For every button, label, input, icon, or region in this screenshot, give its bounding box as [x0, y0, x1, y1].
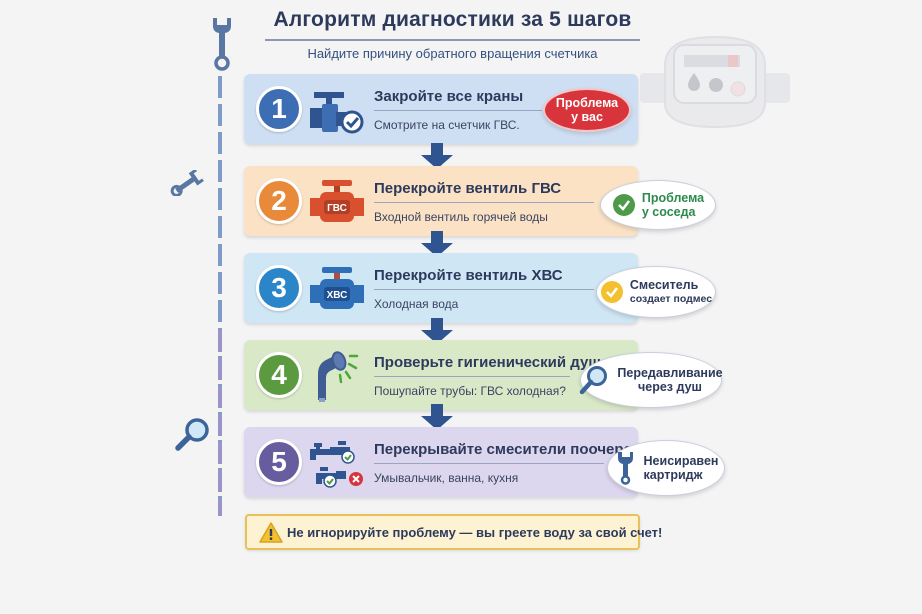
step-title: Проверьте гигиенический душ [374, 354, 601, 371]
warning-text: Не игнорируйте проблему — вы греете воду… [287, 525, 663, 540]
timeline-line-lower [218, 330, 222, 516]
wrench-icon [617, 452, 633, 485]
step-description: Смотрите на счетчик ГВС. [374, 118, 520, 132]
step-number: 4 [256, 352, 302, 398]
arrow-down-icon [421, 143, 453, 169]
step-divider [374, 463, 604, 464]
step-divider [374, 289, 594, 290]
step-description: Пошупайте трубы: ГВС холодная? [374, 384, 566, 398]
step-divider [374, 376, 570, 377]
magnifier-icon [580, 366, 608, 395]
step-1-card: 1 Закройте все краны Смотрите на счетчик… [244, 74, 638, 144]
arrow-down-icon [421, 318, 453, 344]
arrow-down-icon [421, 404, 453, 430]
result-badge-4: Передавливание через душ [580, 352, 723, 408]
svg-text:ГВС: ГВС [327, 203, 347, 214]
step-description: Умывальчик, ванна, кухня [374, 471, 519, 485]
step-title: Перекройте вентиль ХВС [374, 267, 563, 284]
valve-check-icon [310, 92, 364, 134]
result-line2: у соседа [641, 205, 696, 219]
page-subtitle: Найдите причину обратного вращения счетч… [307, 46, 598, 61]
water-meter-icon [640, 35, 790, 129]
step-number: 1 [256, 86, 302, 132]
green-check-icon [612, 194, 635, 216]
step-number: 2 [256, 178, 302, 224]
step-2-card: 2 ГВС Перекройте вентиль ГВС Входной вен… [244, 166, 638, 236]
result-line1: Проблема [555, 96, 619, 110]
step-number: 5 [256, 439, 302, 485]
yellow-check-icon [600, 281, 623, 303]
step-5-card: 5 Перекрывайте смесители поочередно Умыв… [244, 427, 660, 497]
page-title: Алгоритм диагностики за 5 шагов [273, 8, 632, 31]
step-divider [374, 110, 542, 111]
faucets-icon [310, 441, 363, 488]
cold-water-valve-icon: ХВС [310, 267, 364, 309]
step-4-card: 4 Проверьте гигиенический душ Пошупайте … [244, 340, 638, 410]
step-description: Холодная вода [374, 297, 459, 311]
wrench-small-icon [170, 170, 204, 196]
wrench-icon [213, 18, 231, 71]
step-number: 3 [256, 265, 302, 311]
step-divider [374, 202, 594, 203]
title-divider [265, 39, 640, 41]
hygienic-shower-icon [318, 351, 359, 402]
arrow-down-icon [421, 231, 453, 257]
step-title: Перекрывайте смесители поочередно [374, 441, 660, 458]
result-badge-5: Неисиравен картридж [607, 440, 725, 496]
magnifier-icon [175, 418, 209, 451]
timeline-line [218, 76, 222, 516]
result-line2: у вас [571, 110, 603, 124]
svg-text:ХВС: ХВС [327, 290, 348, 301]
result-badge-1: Проблема у вас [543, 88, 631, 132]
result-line2: создает подмес [629, 293, 713, 305]
step-description: Входной вентиль горячей воды [374, 210, 548, 224]
warning-triangle-icon [259, 522, 283, 543]
result-line1: Проблема [641, 191, 705, 205]
result-line2: картридж [643, 468, 703, 482]
result-line1: Передавливание [617, 366, 723, 380]
result-line1: Неисиравен [643, 454, 719, 468]
result-line2: через душ [638, 380, 702, 394]
hot-water-valve-icon: ГВС [310, 180, 364, 222]
result-line1: Смеситель [629, 278, 699, 292]
result-badge-3: Смеситель создает подмес [596, 266, 716, 318]
step-title: Перекройте вентиль ГВС [374, 180, 562, 197]
warning-banner: Не игнорируйте проблему — вы греете воду… [245, 514, 662, 550]
result-badge-2: Проблема у соседа [600, 180, 716, 230]
step-title: Закройте все краны [374, 88, 524, 105]
step-3-card: 3 ХВС Перекройте вентиль ХВС Холодная во… [244, 253, 638, 323]
